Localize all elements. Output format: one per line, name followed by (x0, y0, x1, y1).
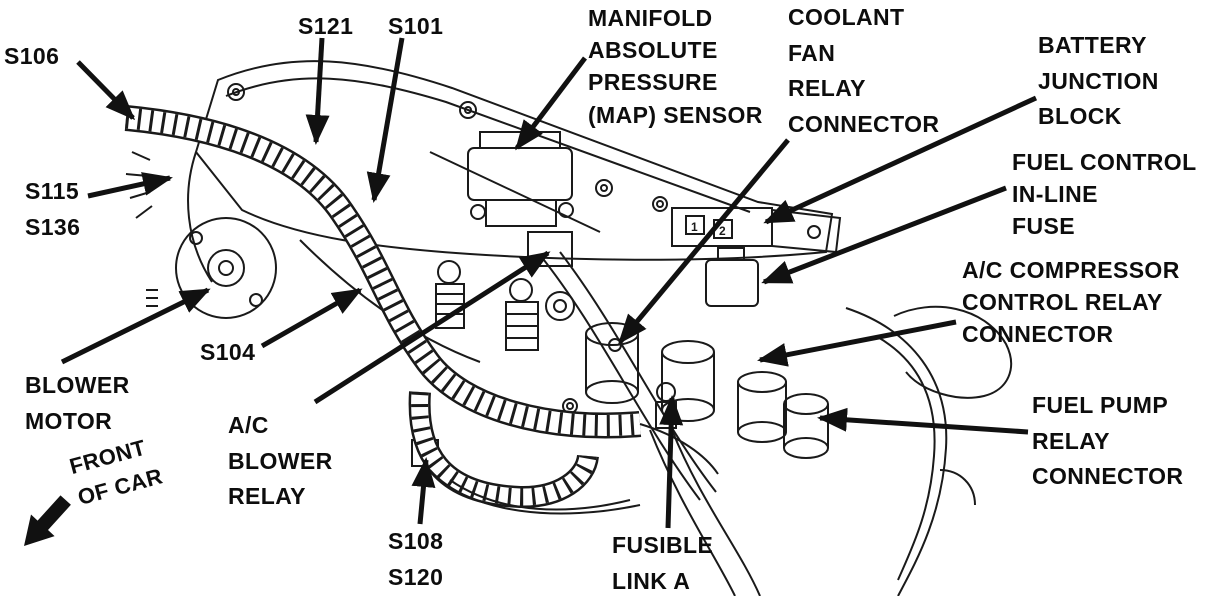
arrow-coolant-fan (618, 138, 790, 345)
arrow-fuel-pump (817, 407, 1029, 435)
arrow-ac-blower-relay (313, 250, 551, 405)
label-ac-blower-relay: A/C BLOWER RELAY (228, 412, 333, 510)
leader-arrows (60, 37, 1038, 529)
arrow-fuel-control-fuse (761, 185, 1007, 285)
panel-bolts (227, 83, 668, 414)
arrow-s101 (366, 37, 405, 203)
junction-slot-1-label: 1 (691, 220, 698, 234)
arrow-s106 (76, 60, 136, 121)
loose-wires (429, 251, 761, 596)
label-s104: S104 (200, 339, 256, 365)
label-s108-s120: S108 S120 (388, 528, 444, 590)
arrow-blower-motor (60, 287, 211, 365)
label-s115-s136: S115 S136 (25, 178, 81, 240)
arrow-s104 (260, 287, 363, 349)
label-s106: S106 (4, 43, 60, 69)
label-fusible-link: FUSIBLE LINK A (612, 532, 714, 594)
label-blower-motor: BLOWER MOTOR (25, 372, 130, 434)
arrow-ac-compressor (757, 319, 957, 367)
label-fuel-control-fuse: FUEL CONTROL IN-LINE FUSE (1012, 149, 1197, 240)
label-map-sensor: MANIFOLD ABSOLUTE PRESSURE (MAP) SENSOR (588, 5, 763, 128)
label-s101: S101 (388, 13, 444, 39)
junction-slot-2-label: 2 (719, 224, 726, 238)
arrow-s121 (305, 37, 330, 145)
arrow-s108-s120 (411, 457, 436, 525)
firewall-panel (187, 60, 834, 414)
arrow-map-sensor (515, 56, 587, 151)
label-battery-junction: BATTERY JUNCTION BLOCK (1038, 32, 1159, 130)
front-of-car-arrow (24, 495, 71, 546)
label-fuel-pump: FUEL PUMP RELAY CONNECTOR (1032, 392, 1184, 490)
fuse-holder-shape (705, 247, 759, 307)
label-coolant-fan: COOLANT FAN RELAY CONNECTOR (788, 4, 940, 137)
arrow-fusible-link (659, 395, 684, 529)
blower-motor-shape (125, 151, 277, 319)
arrow-battery-junction (763, 95, 1038, 225)
wiring-conduits (124, 105, 642, 508)
label-s121: S121 (298, 13, 354, 39)
arrow-s115-s136 (87, 172, 173, 199)
label-ac-compressor: A/C COMPRESSOR CONTROL RELAY CONNECTOR (962, 257, 1180, 348)
map-sensor-shape (467, 131, 574, 267)
